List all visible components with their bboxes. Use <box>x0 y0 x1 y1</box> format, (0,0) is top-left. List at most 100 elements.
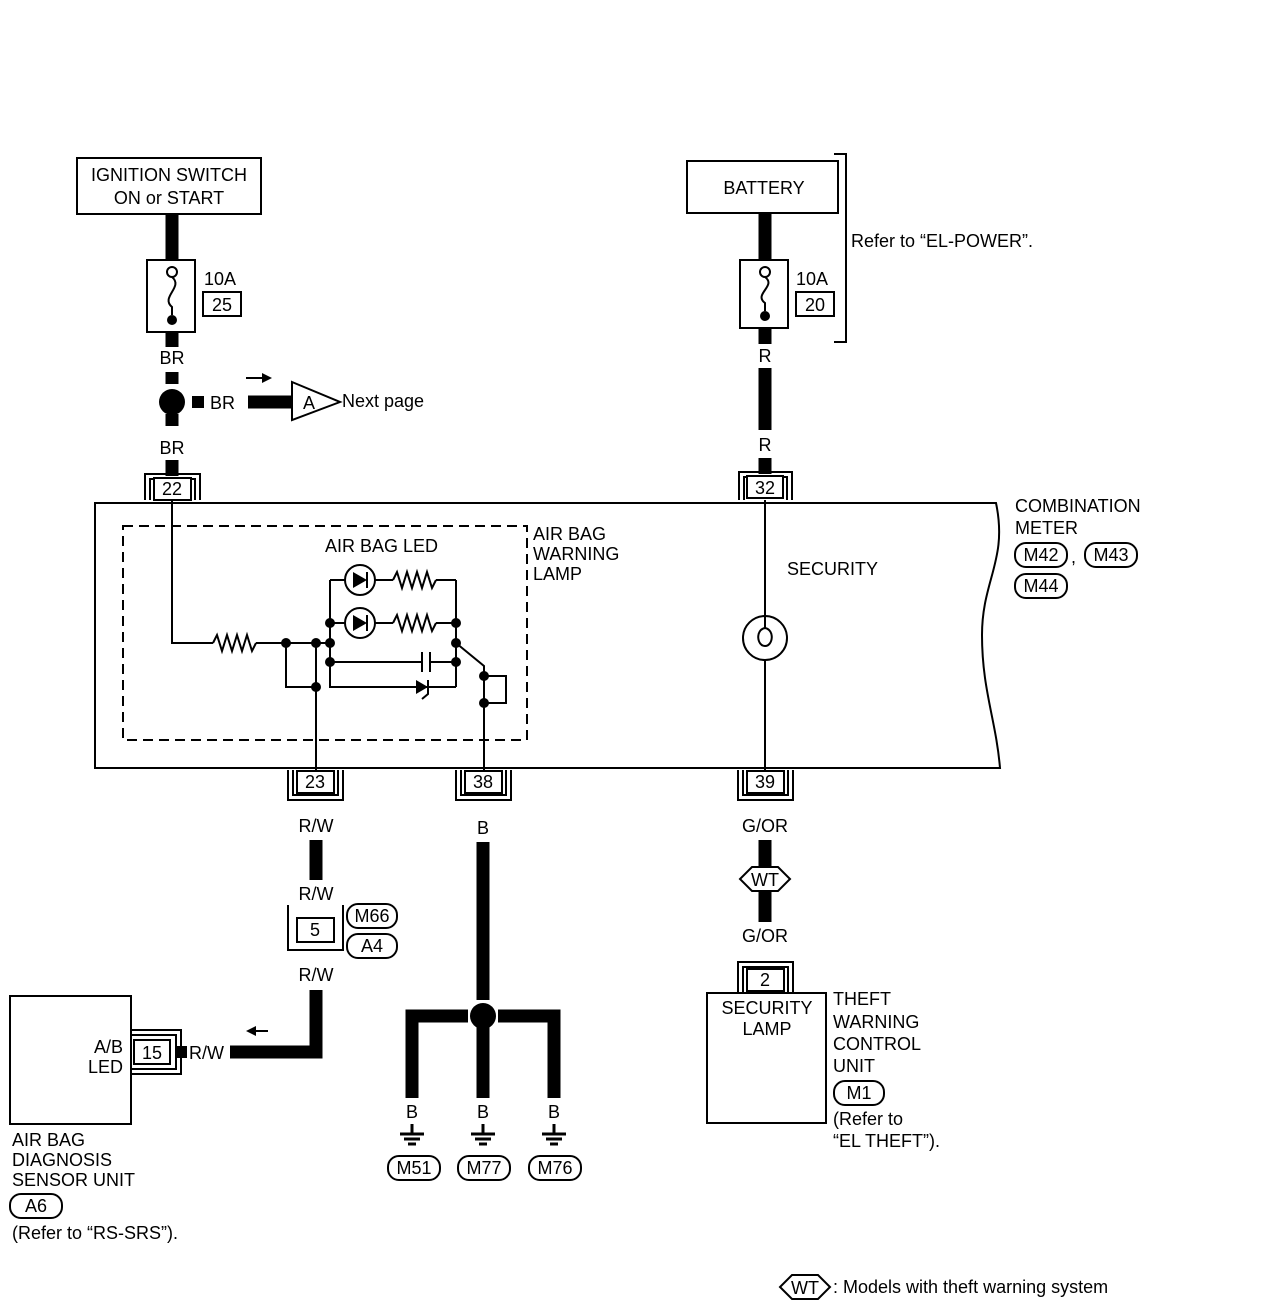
connector-m66-badge <box>346 903 398 929</box>
theft-unit-line1: THEFT <box>833 989 891 1009</box>
airbag-lamp-dashed-box <box>122 525 528 741</box>
wt-symbol: WT <box>751 870 779 890</box>
airbag-lamp-line2: WARNING <box>533 544 619 564</box>
connector-m51: M51 <box>396 1158 431 1178</box>
airbag-sensor-line1: AIR BAG <box>12 1130 85 1150</box>
airbag-lamp-line3: LAMP <box>533 564 582 584</box>
theft-unit-box <box>706 992 827 1124</box>
br-branch-stub <box>192 396 204 408</box>
terminal-22: 22 <box>162 479 182 499</box>
terminal-5-connector <box>287 905 344 951</box>
airbag-lamp-line1: AIR BAG <box>533 524 606 544</box>
next-page-label: Next page <box>342 391 424 411</box>
wire-b-left <box>405 1009 468 1098</box>
wire-color-rw-4: R/W <box>189 1043 224 1063</box>
connector-m43-badge <box>1084 542 1138 568</box>
airbag-sensor-refer: (Refer to “RS-SRS”). <box>12 1223 178 1243</box>
connector-separator: , <box>1071 547 1076 567</box>
terminal-23-connector <box>287 770 344 801</box>
refer-el-power: Refer to “EL-POWER”. <box>851 231 1033 251</box>
connector-m51-badge <box>387 1155 441 1181</box>
terminal-15: 15 <box>142 1043 162 1063</box>
arrow-left-icon <box>246 1026 268 1036</box>
wire-rw-lower <box>230 990 323 1059</box>
terminal-5: 5 <box>310 920 320 940</box>
fuse-25-icon <box>146 259 196 333</box>
terminal-15-connector <box>131 1029 182 1075</box>
fuse-left-number: 25 <box>212 295 232 315</box>
theft-unit-refer2: “EL THEFT”). <box>833 1131 940 1151</box>
airbag-sensor-box <box>9 995 132 1125</box>
combination-meter-line1: COMBINATION <box>1015 496 1141 516</box>
arrow-right-icon <box>246 373 272 383</box>
ignition-switch-box <box>76 157 262 215</box>
connector-m1-badge <box>833 1080 885 1106</box>
airbag-sensor-led1: A/B <box>94 1037 123 1057</box>
terminal-39: 39 <box>755 772 775 792</box>
power-bracket <box>834 153 847 343</box>
fuse-20-icon <box>739 259 789 329</box>
wire-color-rw-3: R/W <box>299 965 334 985</box>
legend-wt-symbol: WT <box>791 1278 819 1298</box>
theft-unit-line4: UNIT <box>833 1056 875 1076</box>
airbag-lamp-circuit <box>171 500 507 770</box>
connector-m76: M76 <box>537 1158 572 1178</box>
ground-m77-icon <box>471 1124 495 1146</box>
wire-b-right <box>498 1009 561 1098</box>
connector-m44-badge <box>1014 573 1068 599</box>
theft-unit-line3: CONTROL <box>833 1034 921 1054</box>
splice-br <box>159 389 185 415</box>
next-page-connector <box>291 380 343 422</box>
connector-m66: M66 <box>354 906 389 926</box>
connector-m43: M43 <box>1093 545 1128 565</box>
airbag-sensor-led2: LED <box>88 1057 123 1077</box>
connector-m42-badge <box>1014 542 1068 568</box>
fuse-left-rating: 10A <box>204 269 236 289</box>
combination-meter-outline <box>94 502 1002 769</box>
airbag-sensor-line2: DIAGNOSIS <box>12 1150 112 1170</box>
next-page-connector-label: A <box>303 393 315 413</box>
terminal-2-connector <box>737 961 794 993</box>
wire-color-gor-1: G/OR <box>742 816 788 836</box>
wire-color-r-1: R <box>759 346 772 366</box>
fuse-right-number-box <box>795 291 835 317</box>
wire-color-br-2: BR <box>210 393 235 413</box>
wire-color-gor-2: G/OR <box>742 926 788 946</box>
connector-a6: A6 <box>25 1196 47 1216</box>
wire-color-b-2: B <box>406 1102 418 1122</box>
battery-label: BATTERY <box>723 178 804 198</box>
connector-m77-badge <box>457 1155 511 1181</box>
fuse-right-rating: 10A <box>796 269 828 289</box>
wire-color-br-1: BR <box>159 348 184 368</box>
connector-a6-badge <box>9 1193 63 1219</box>
terminal-38-connector <box>455 770 512 801</box>
wire-color-b-3: B <box>477 1102 489 1122</box>
ignition-switch-line1: IGNITION SWITCH <box>91 165 247 185</box>
legend-text: : Models with theft warning system <box>833 1277 1108 1297</box>
connector-a4-badge <box>346 933 398 959</box>
terminal-38: 38 <box>473 772 493 792</box>
theft-unit-lamp1: SECURITY <box>721 998 812 1018</box>
connector-m76-badge <box>528 1155 582 1181</box>
wt-symbol-badge <box>738 866 792 892</box>
airbag-sensor-line3: SENSOR UNIT <box>12 1170 135 1190</box>
legend-wt-badge <box>778 1274 832 1300</box>
connector-m42: M42 <box>1023 545 1058 565</box>
connector-m44: M44 <box>1023 576 1058 596</box>
theft-unit-line2: WARNING <box>833 1012 919 1032</box>
terminal-2: 2 <box>760 970 770 990</box>
terminal-32-connector <box>738 471 793 500</box>
splice-b <box>470 1003 496 1029</box>
wire-color-br-3: BR <box>159 438 184 458</box>
ground-m76-icon <box>542 1124 566 1146</box>
terminal-23: 23 <box>305 772 325 792</box>
terminal-39-connector <box>737 770 794 801</box>
connector-m1: M1 <box>846 1083 871 1103</box>
connector-a4: A4 <box>361 936 383 956</box>
combination-meter-line2: METER <box>1015 518 1078 538</box>
wire-color-r-2: R <box>759 435 772 455</box>
wire-color-rw-1: R/W <box>299 816 334 836</box>
ignition-switch-line2: ON or START <box>114 188 224 208</box>
connector-m77: M77 <box>466 1158 501 1178</box>
security-label: SECURITY <box>787 559 878 579</box>
